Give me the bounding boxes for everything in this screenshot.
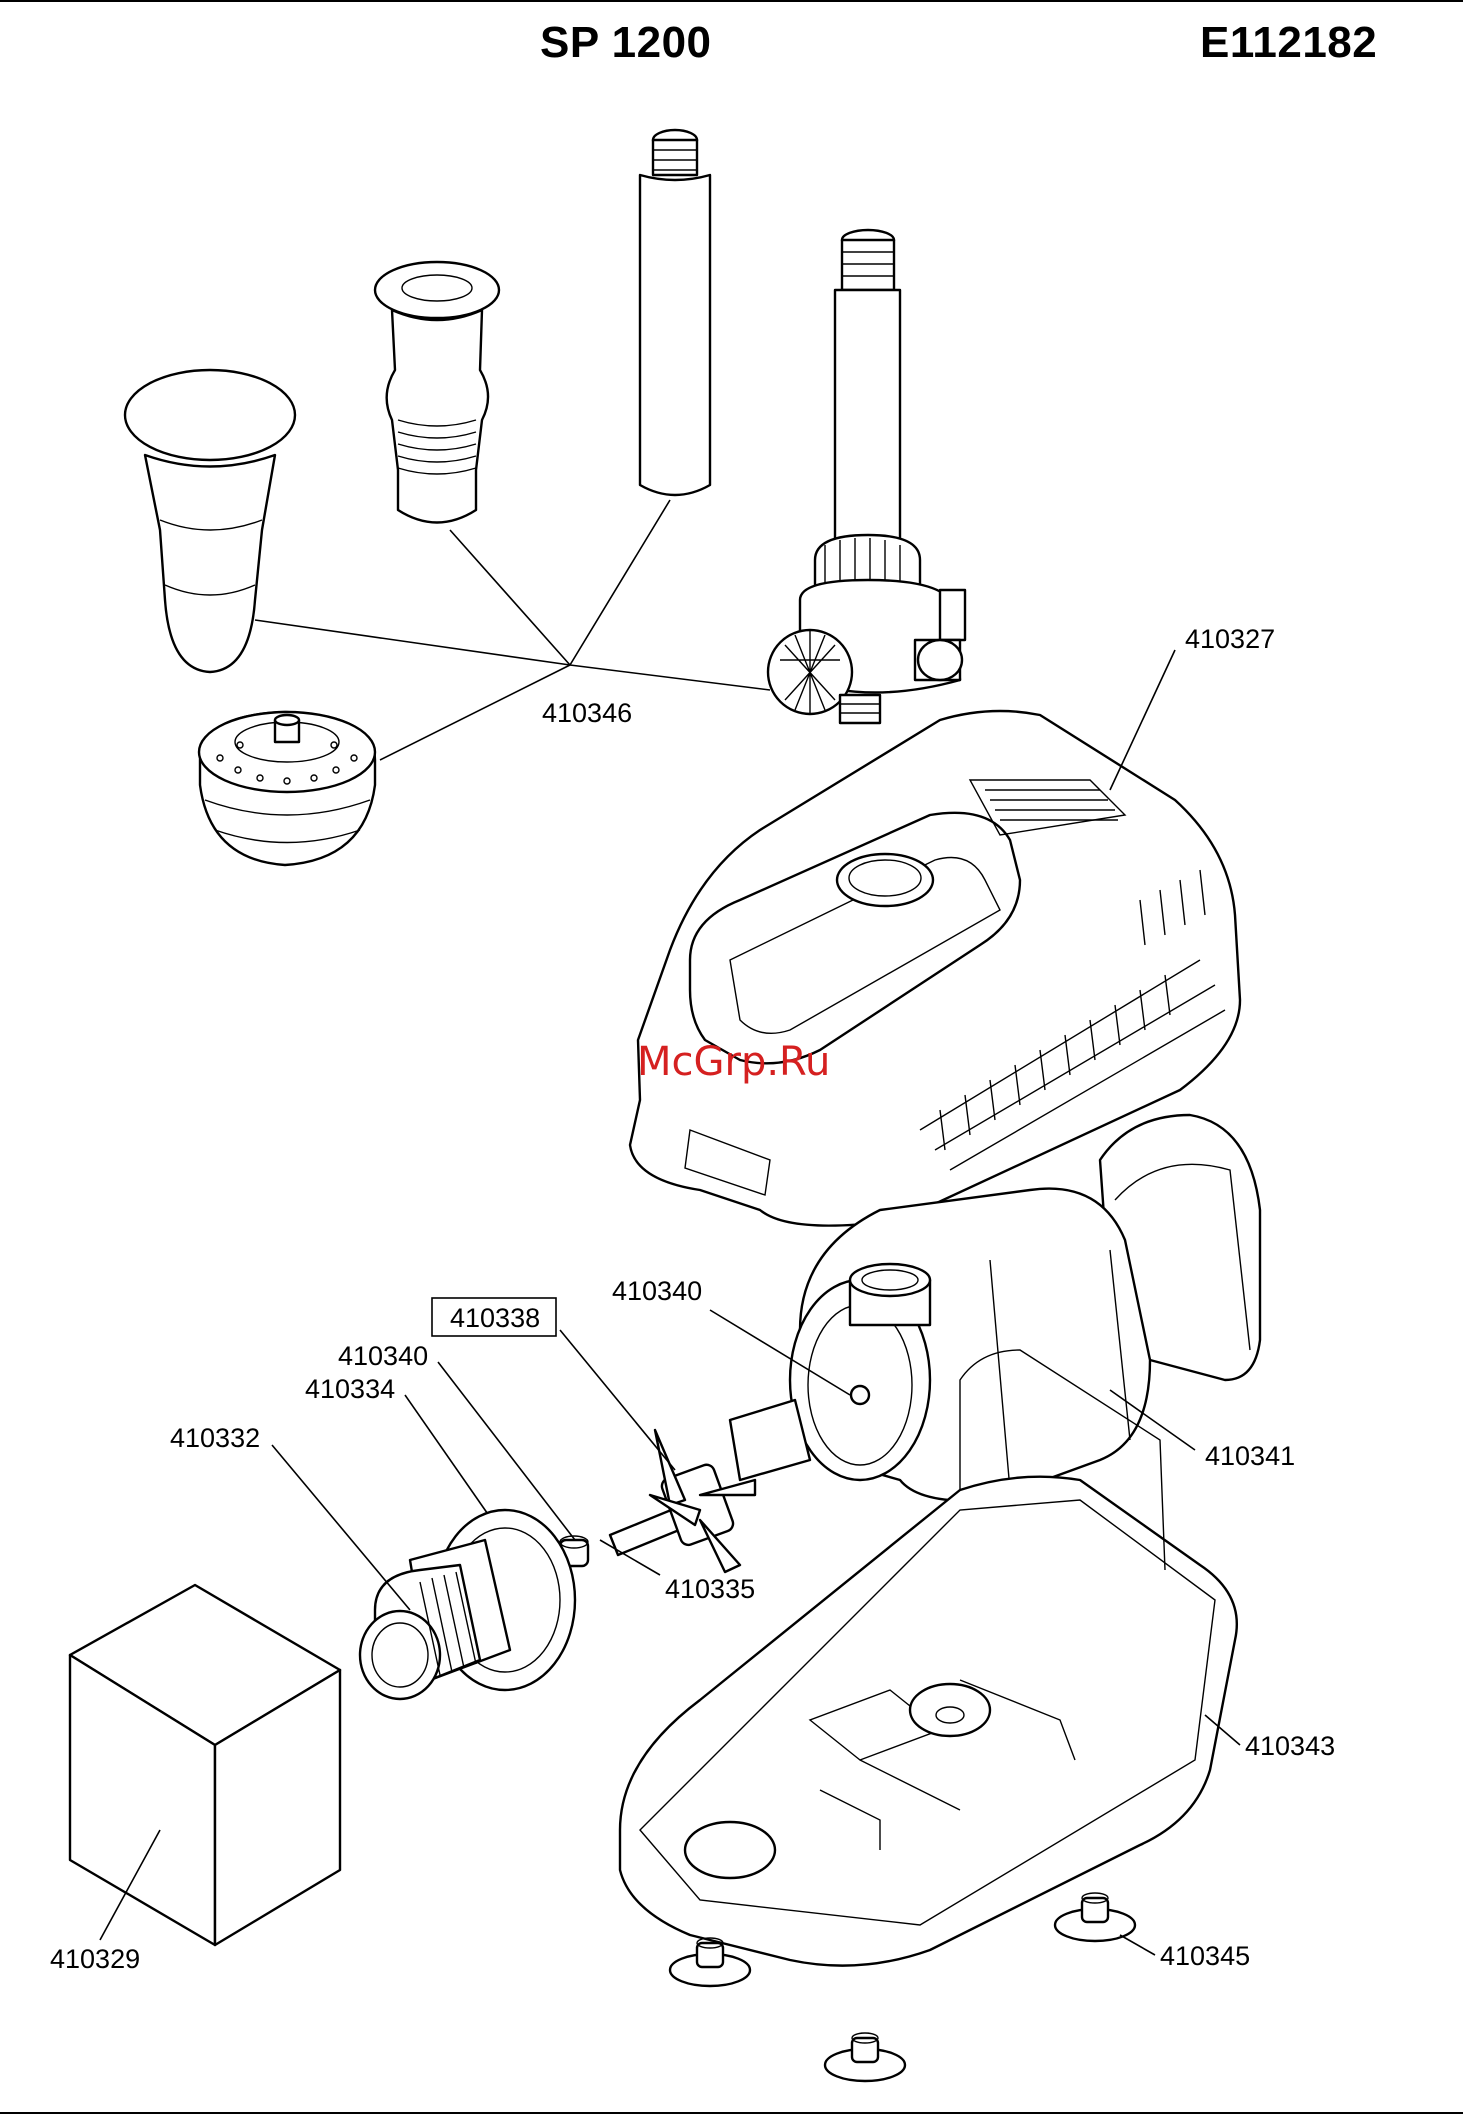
- leader-410327: [1110, 650, 1175, 790]
- bell-nozzle: [125, 370, 295, 672]
- label-410338: 410338: [450, 1303, 540, 1333]
- suction-foot-right: [1055, 1893, 1135, 1941]
- leader-410334: [405, 1395, 492, 1520]
- label-410332: 410332: [170, 1423, 260, 1453]
- foam-jet-nozzle: [199, 712, 375, 865]
- t-piece-valve: [768, 230, 965, 723]
- label-410334: 410334: [305, 1374, 395, 1404]
- impeller: [610, 1430, 755, 1572]
- label-410343: 410343: [1245, 1731, 1335, 1761]
- watermark: McGrp.Ru: [637, 1039, 830, 1085]
- label-410327: 410327: [1185, 624, 1275, 654]
- label-410345: 410345: [1160, 1941, 1250, 1971]
- suction-foot-bottom: [825, 2033, 905, 2081]
- label-410340-upper: 410340: [612, 1276, 702, 1306]
- leader-410345: [1120, 1935, 1155, 1955]
- leader-410332: [272, 1445, 410, 1610]
- label-410346: 410346: [542, 698, 632, 728]
- extension-tube: [640, 130, 710, 495]
- label-410341: 410341: [1205, 1441, 1295, 1471]
- tulip-nozzle: [375, 262, 499, 523]
- foam-filter-block: [70, 1585, 340, 1945]
- label-410329: 410329: [50, 1944, 140, 1974]
- label-410340-lower: 410340: [338, 1341, 428, 1371]
- label-410335: 410335: [665, 1574, 755, 1604]
- leader-410338: [560, 1330, 675, 1470]
- inlet-connector: [360, 1510, 575, 1699]
